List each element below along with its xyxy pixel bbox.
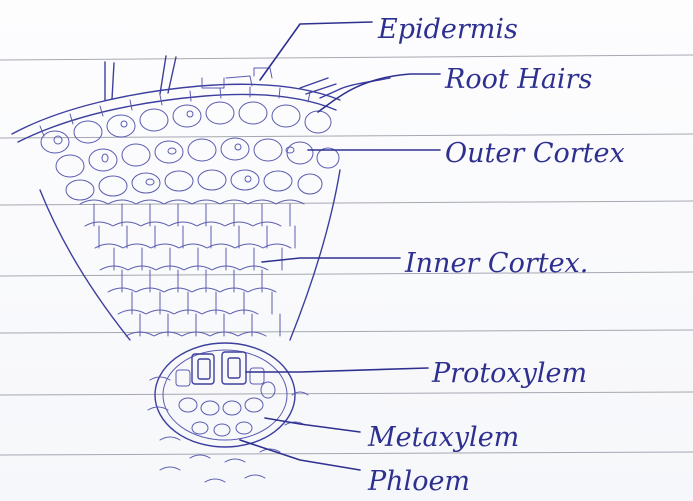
label-root-hairs: Root Hairs bbox=[444, 64, 592, 95]
label-protoxylem: Protoxylem bbox=[431, 358, 587, 389]
leader-protoxylem bbox=[246, 368, 428, 372]
label-inner-cortex: Inner Cortex. bbox=[404, 248, 588, 279]
leader-phloem bbox=[240, 440, 360, 470]
root-hairs bbox=[105, 56, 390, 100]
leader-metaxylem bbox=[265, 418, 360, 432]
epidermis-layer bbox=[12, 68, 340, 142]
leader-root-hairs bbox=[318, 74, 440, 112]
label-outer-cortex: Outer Cortex bbox=[445, 138, 625, 169]
leader-inner-cortex bbox=[262, 258, 400, 262]
leader-epidermis bbox=[260, 22, 372, 80]
inner-cortex-cells bbox=[40, 170, 340, 340]
label-metaxylem: Metaxylem bbox=[367, 422, 519, 453]
label-epidermis: Epidermis bbox=[377, 14, 518, 45]
label-phloem: Phloem bbox=[367, 466, 470, 497]
ruled-lines bbox=[0, 55, 693, 455]
vascular-cylinder bbox=[148, 343, 308, 482]
